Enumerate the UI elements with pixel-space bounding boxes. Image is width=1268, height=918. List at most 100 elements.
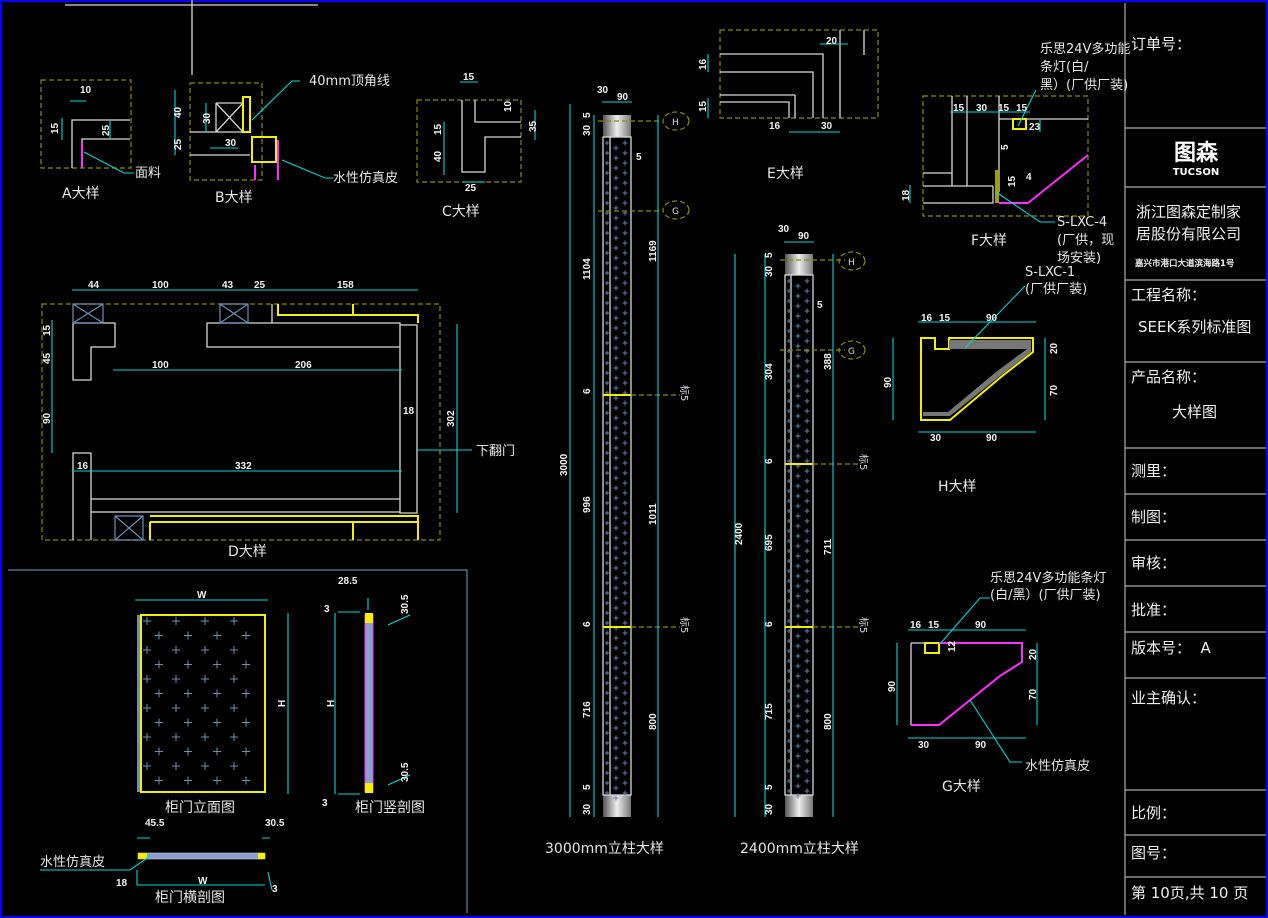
texture-cross (605, 561, 609, 565)
texture-cross (804, 518, 810, 524)
column-texture-pattern (787, 278, 810, 799)
door-vertical-section: 28.5 30.5 3 H 3 30.5 柜门竖剖图 (322, 576, 425, 816)
detail-caption: D大样 (228, 544, 267, 560)
texture-cross (795, 653, 801, 659)
texture-cross (242, 776, 250, 785)
texture-cross (804, 728, 810, 734)
texture-cross (622, 710, 628, 716)
texture-cross (605, 641, 609, 645)
texture-cross (605, 341, 609, 345)
texture-cross (787, 659, 791, 663)
texture-cross (605, 671, 609, 675)
texture-cross (804, 528, 810, 534)
drawn-by-label: 制图： (1131, 508, 1176, 526)
callout-label: (白/黑）(厂供厂装) (990, 587, 1101, 603)
texture-cross (613, 595, 619, 601)
texture-cross (201, 733, 209, 741)
dimension-label: 90 (975, 740, 987, 751)
texture-cross (605, 611, 609, 615)
texture-cross (804, 508, 810, 514)
texture-cross (143, 646, 151, 654)
texture-cross (787, 739, 791, 743)
texture-cross (613, 715, 619, 721)
detail-caption: 柜门立面图 (165, 800, 235, 816)
texture-cross (804, 298, 810, 304)
dimension-label: 10 (503, 100, 514, 112)
texture-cross (613, 675, 619, 681)
texture-cross (613, 235, 619, 241)
texture-cross (795, 523, 801, 529)
texture-cross (622, 600, 628, 606)
callout-label: 下翻门 (476, 444, 515, 459)
texture-cross (605, 621, 609, 625)
texture-cross (787, 369, 791, 373)
dimension-label: 30.5 (265, 818, 285, 829)
texture-cross (605, 471, 609, 475)
texture-cross (613, 565, 619, 571)
texture-cross (622, 150, 628, 156)
texture-cross (787, 299, 791, 303)
texture-cross (787, 789, 791, 793)
texture-cross (622, 290, 628, 296)
texture-cross (201, 617, 209, 625)
detail-caption: E大样 (767, 166, 804, 182)
detail-b: 40 25 30 30 40mm顶角线 水性仿真皮 B大样 (173, 74, 398, 206)
texture-cross (201, 762, 209, 770)
texture-cross (804, 718, 810, 724)
callout-label: (厂供厂装) (1025, 282, 1087, 297)
logo-cn: 图森 (1174, 140, 1219, 166)
texture-cross (201, 675, 209, 683)
texture-cross (787, 749, 791, 753)
texture-cross (804, 548, 810, 554)
dimension-label: 6 (764, 458, 775, 464)
section-mark: 标5 (857, 617, 869, 633)
texture-cross (804, 448, 810, 454)
dimension-label: 5 (582, 112, 593, 118)
texture-cross (622, 450, 628, 456)
dimension-label: 3 (324, 604, 330, 615)
dimension-label: 25 (173, 138, 184, 150)
texture-cross (804, 628, 810, 634)
dimension-label: 5 (764, 784, 775, 790)
texture-cross (622, 420, 628, 426)
detail-c: 15 10 35 15 40 25 C大样 (416, 72, 539, 220)
callout-label: 场安装) (1057, 251, 1101, 266)
texture-cross (622, 380, 628, 386)
dimension-label: 90 (975, 620, 987, 631)
detail-caption: G大样 (942, 779, 981, 795)
detail-caption: B大样 (215, 190, 253, 206)
texture-cross (155, 631, 163, 640)
dimension-label: 800 (823, 713, 834, 730)
texture-cross (201, 646, 209, 654)
texture-cross (622, 360, 628, 366)
dimension-label: 90 (986, 433, 998, 444)
texture-cross (613, 435, 619, 441)
dimension-label: 30 (202, 112, 213, 124)
texture-cross (804, 618, 810, 624)
texture-cross (795, 613, 801, 619)
texture-cross (787, 519, 791, 523)
texture-cross (787, 399, 791, 403)
survey-label: 测里： (1131, 462, 1176, 480)
texture-cross (787, 319, 791, 323)
project-name-label: 工程名称： (1131, 286, 1206, 304)
texture-cross (213, 689, 221, 698)
texture-cross (230, 762, 238, 770)
texture-cross (795, 763, 801, 769)
detail-caption: A大样 (62, 186, 100, 202)
texture-cross (613, 385, 619, 391)
texture-cross (795, 323, 801, 329)
texture-cross (787, 619, 791, 623)
texture-cross (605, 591, 609, 595)
dimension-label: 15 (998, 103, 1010, 114)
callout-label: 水性仿真皮 (1025, 759, 1090, 774)
texture-cross (622, 540, 628, 546)
dimension-label: 10 (80, 85, 92, 96)
texture-cross (230, 617, 238, 625)
texture-cross (795, 723, 801, 729)
texture-cross (804, 428, 810, 434)
product-name-label: 产品名称： (1131, 368, 1206, 386)
texture-cross (613, 785, 619, 791)
texture-cross (605, 191, 609, 195)
texture-cross (613, 775, 619, 781)
